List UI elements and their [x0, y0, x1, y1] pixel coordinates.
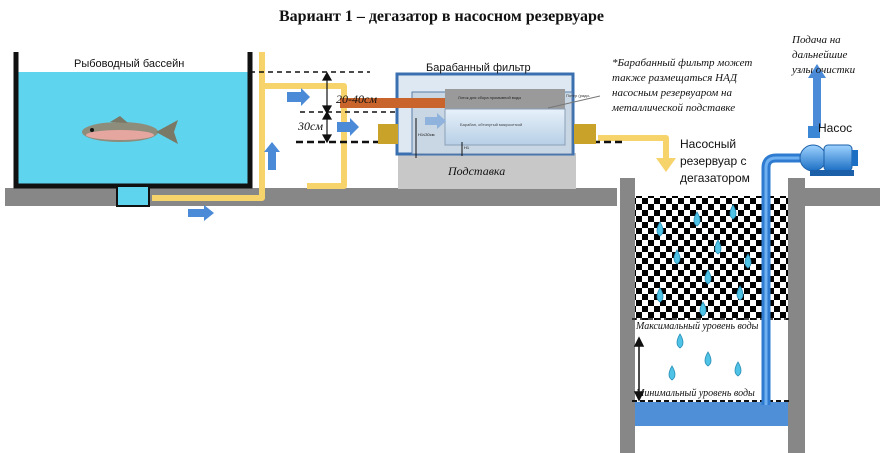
wash-water-tray	[445, 89, 565, 109]
note-line-2: также размещаться НАД	[612, 72, 737, 84]
supply-note: Подача на дальнейшие узлы очистки	[792, 33, 855, 78]
drum-label: Барабан, обтянутый микросеткой	[460, 122, 523, 127]
tank-line-2: резервуар с	[680, 154, 747, 168]
supply-line-3: узлы очистки	[792, 64, 856, 76]
placement-note: *Барабанный фильтр может также размещать…	[612, 56, 752, 116]
flow-arrows	[188, 64, 826, 221]
flow-arrow-icon	[656, 158, 676, 172]
diagram-title: Вариант 1 – дегазатор в насосном резерву…	[278, 8, 605, 25]
pump-label: Насос	[818, 121, 853, 135]
tank-line-1: Насосный	[680, 137, 737, 151]
tank-water	[635, 402, 788, 426]
max-level-label: Максимальный уровень воды	[636, 321, 759, 332]
filter-drum	[444, 108, 566, 146]
supply-line-2: дальнейшие	[792, 49, 848, 61]
water-drop-icon	[656, 204, 752, 381]
drum-filter	[340, 72, 601, 158]
tank-line-3: дегазатором	[680, 171, 750, 185]
filter-stand	[398, 153, 576, 189]
min-level-label: Минимальный уровень воды	[636, 388, 755, 399]
level-20-40-label: 20-40см	[336, 92, 377, 106]
pump-tank	[620, 178, 805, 453]
filter-side-label: Потер (ради-	[566, 93, 591, 98]
h1-label: H1	[464, 145, 470, 150]
filter-outlet-flange	[574, 124, 596, 144]
level-dimensions	[321, 71, 333, 144]
level-30-label: 30см	[298, 119, 323, 133]
h1-limit-label: H1≤30см	[418, 132, 435, 137]
pump-icon	[799, 126, 858, 176]
filter-inlet-flange	[378, 124, 398, 144]
note-line-4: металлической подставке	[612, 102, 736, 114]
level-range-arrow	[633, 336, 645, 402]
basin-outlet	[116, 185, 150, 207]
suction-pipe	[761, 153, 800, 405]
tray-label: Лоток для сбора промывной воды	[458, 95, 522, 100]
ground	[5, 188, 880, 206]
stand-label: Подставка	[448, 164, 506, 178]
filter-inlet-pipe	[340, 98, 445, 108]
yellow-pipes	[152, 52, 669, 201]
supply-arrow	[808, 64, 826, 128]
tank-label: Насосный резервуар с дегазатором	[680, 136, 750, 187]
drum-filter-label: Барабанный фильтр	[426, 62, 531, 74]
level-lines	[250, 71, 440, 113]
note-line-3: насосным резервуаром на	[612, 87, 733, 99]
fish-icon	[82, 116, 178, 144]
note-line-1: *Барабанный фильтр может	[612, 57, 753, 69]
supply-line-1: Подача на	[792, 34, 841, 46]
basin-label: Рыбоводный бассейн	[74, 58, 185, 70]
